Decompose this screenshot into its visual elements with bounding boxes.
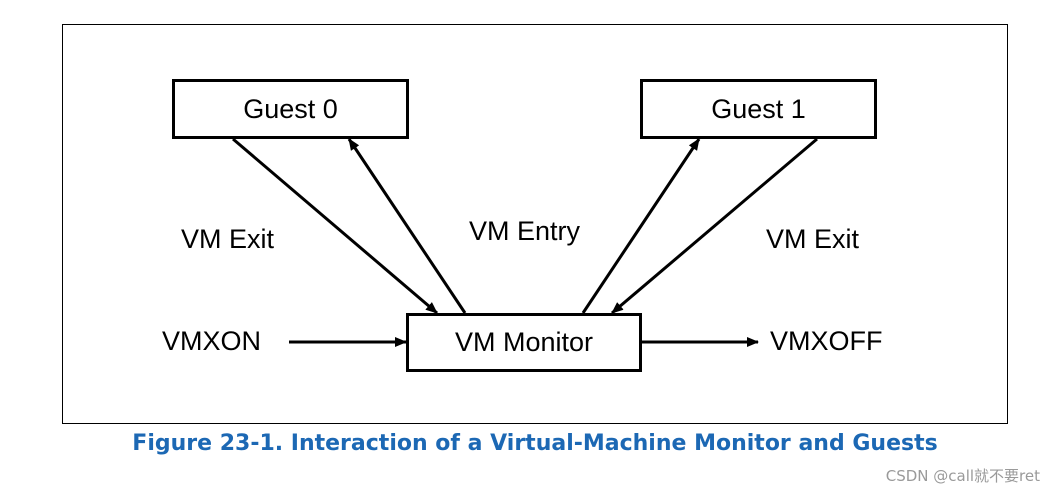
vm-exit-label-left: VM Exit [181,224,275,254]
guest-0-label: Guest 0 [243,93,338,124]
vm-monitor-box: VM Monitor [406,313,642,372]
vm-exit-arrow-left [232,137,438,315]
vm-monitor-label: VM Monitor [454,327,594,357]
vmxoff-label: VMXOFF [770,326,883,356]
figure-caption: Figure 23-1. Interaction of a Virtual-Ma… [132,431,938,456]
guest-0-box: Guest 0 [172,79,409,139]
vm-entry-arrow-right [581,138,701,314]
guest-1-box: Guest 1 [640,79,877,139]
vmxon-label: VMXON [162,326,262,356]
csdn-watermark: CSDN @call就不要ret [885,467,1040,485]
vm-exit-label-right: VM Exit [766,224,860,254]
vm-exit-arrow-right [611,137,818,315]
guest-1-label: Guest 1 [711,93,806,124]
vm-entry-label: VM Entry [469,216,581,246]
vm-entry-arrow-left [347,138,467,314]
